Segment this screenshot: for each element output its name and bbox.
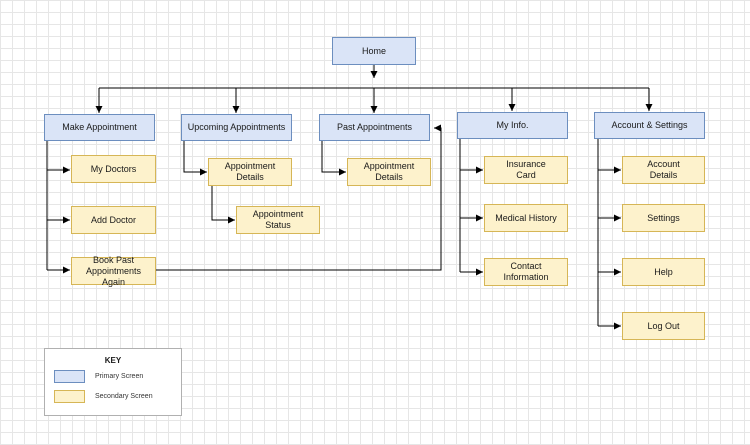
legend-key: KEY Primary Screen Secondary Screen	[44, 348, 182, 416]
connector-book-again-to-past-appointments	[156, 124, 442, 271]
node-home: Home	[332, 37, 416, 65]
node-past-appointments: Past Appointments	[319, 114, 430, 141]
connector-to-past-appointment-details	[321, 141, 346, 176]
legend-title: KEY	[104, 356, 122, 365]
node-my-info: My Info.	[457, 112, 568, 139]
node-account-settings: Account & Settings	[594, 112, 705, 139]
node-log-out: Log Out	[622, 312, 705, 340]
legend-secondary-label: Secondary Screen	[95, 393, 153, 400]
node-account-details: Account Details	[622, 156, 705, 184]
node-contact-information: Contact Information	[484, 258, 568, 286]
node-help: Help	[622, 258, 705, 286]
connector-to-appointment-status	[211, 186, 235, 224]
legend-primary-swatch	[54, 370, 85, 383]
node-medical-history: Medical History	[484, 204, 568, 232]
node-insurance-card: Insurance Card	[484, 156, 568, 184]
node-past-appointment-details: Appointment Details	[347, 158, 431, 186]
legend-secondary-swatch	[54, 390, 85, 403]
node-settings: Settings	[622, 204, 705, 232]
node-upcoming-appointment-details: Appointment Details	[208, 158, 292, 186]
connector-to-upcoming-appointment-details	[183, 141, 207, 176]
node-book-past-appointments-again: Book Past Appointments Again	[71, 255, 156, 287]
legend-primary-label: Primary Screen	[95, 373, 144, 380]
node-appointment-status: Appointment Status	[236, 206, 320, 234]
node-my-doctors: My Doctors	[71, 155, 156, 183]
node-add-doctor: Add Doctor	[71, 206, 156, 234]
node-upcoming-appointments: Upcoming Appointments	[181, 114, 292, 141]
node-make-appointment: Make Appointment	[44, 114, 155, 141]
